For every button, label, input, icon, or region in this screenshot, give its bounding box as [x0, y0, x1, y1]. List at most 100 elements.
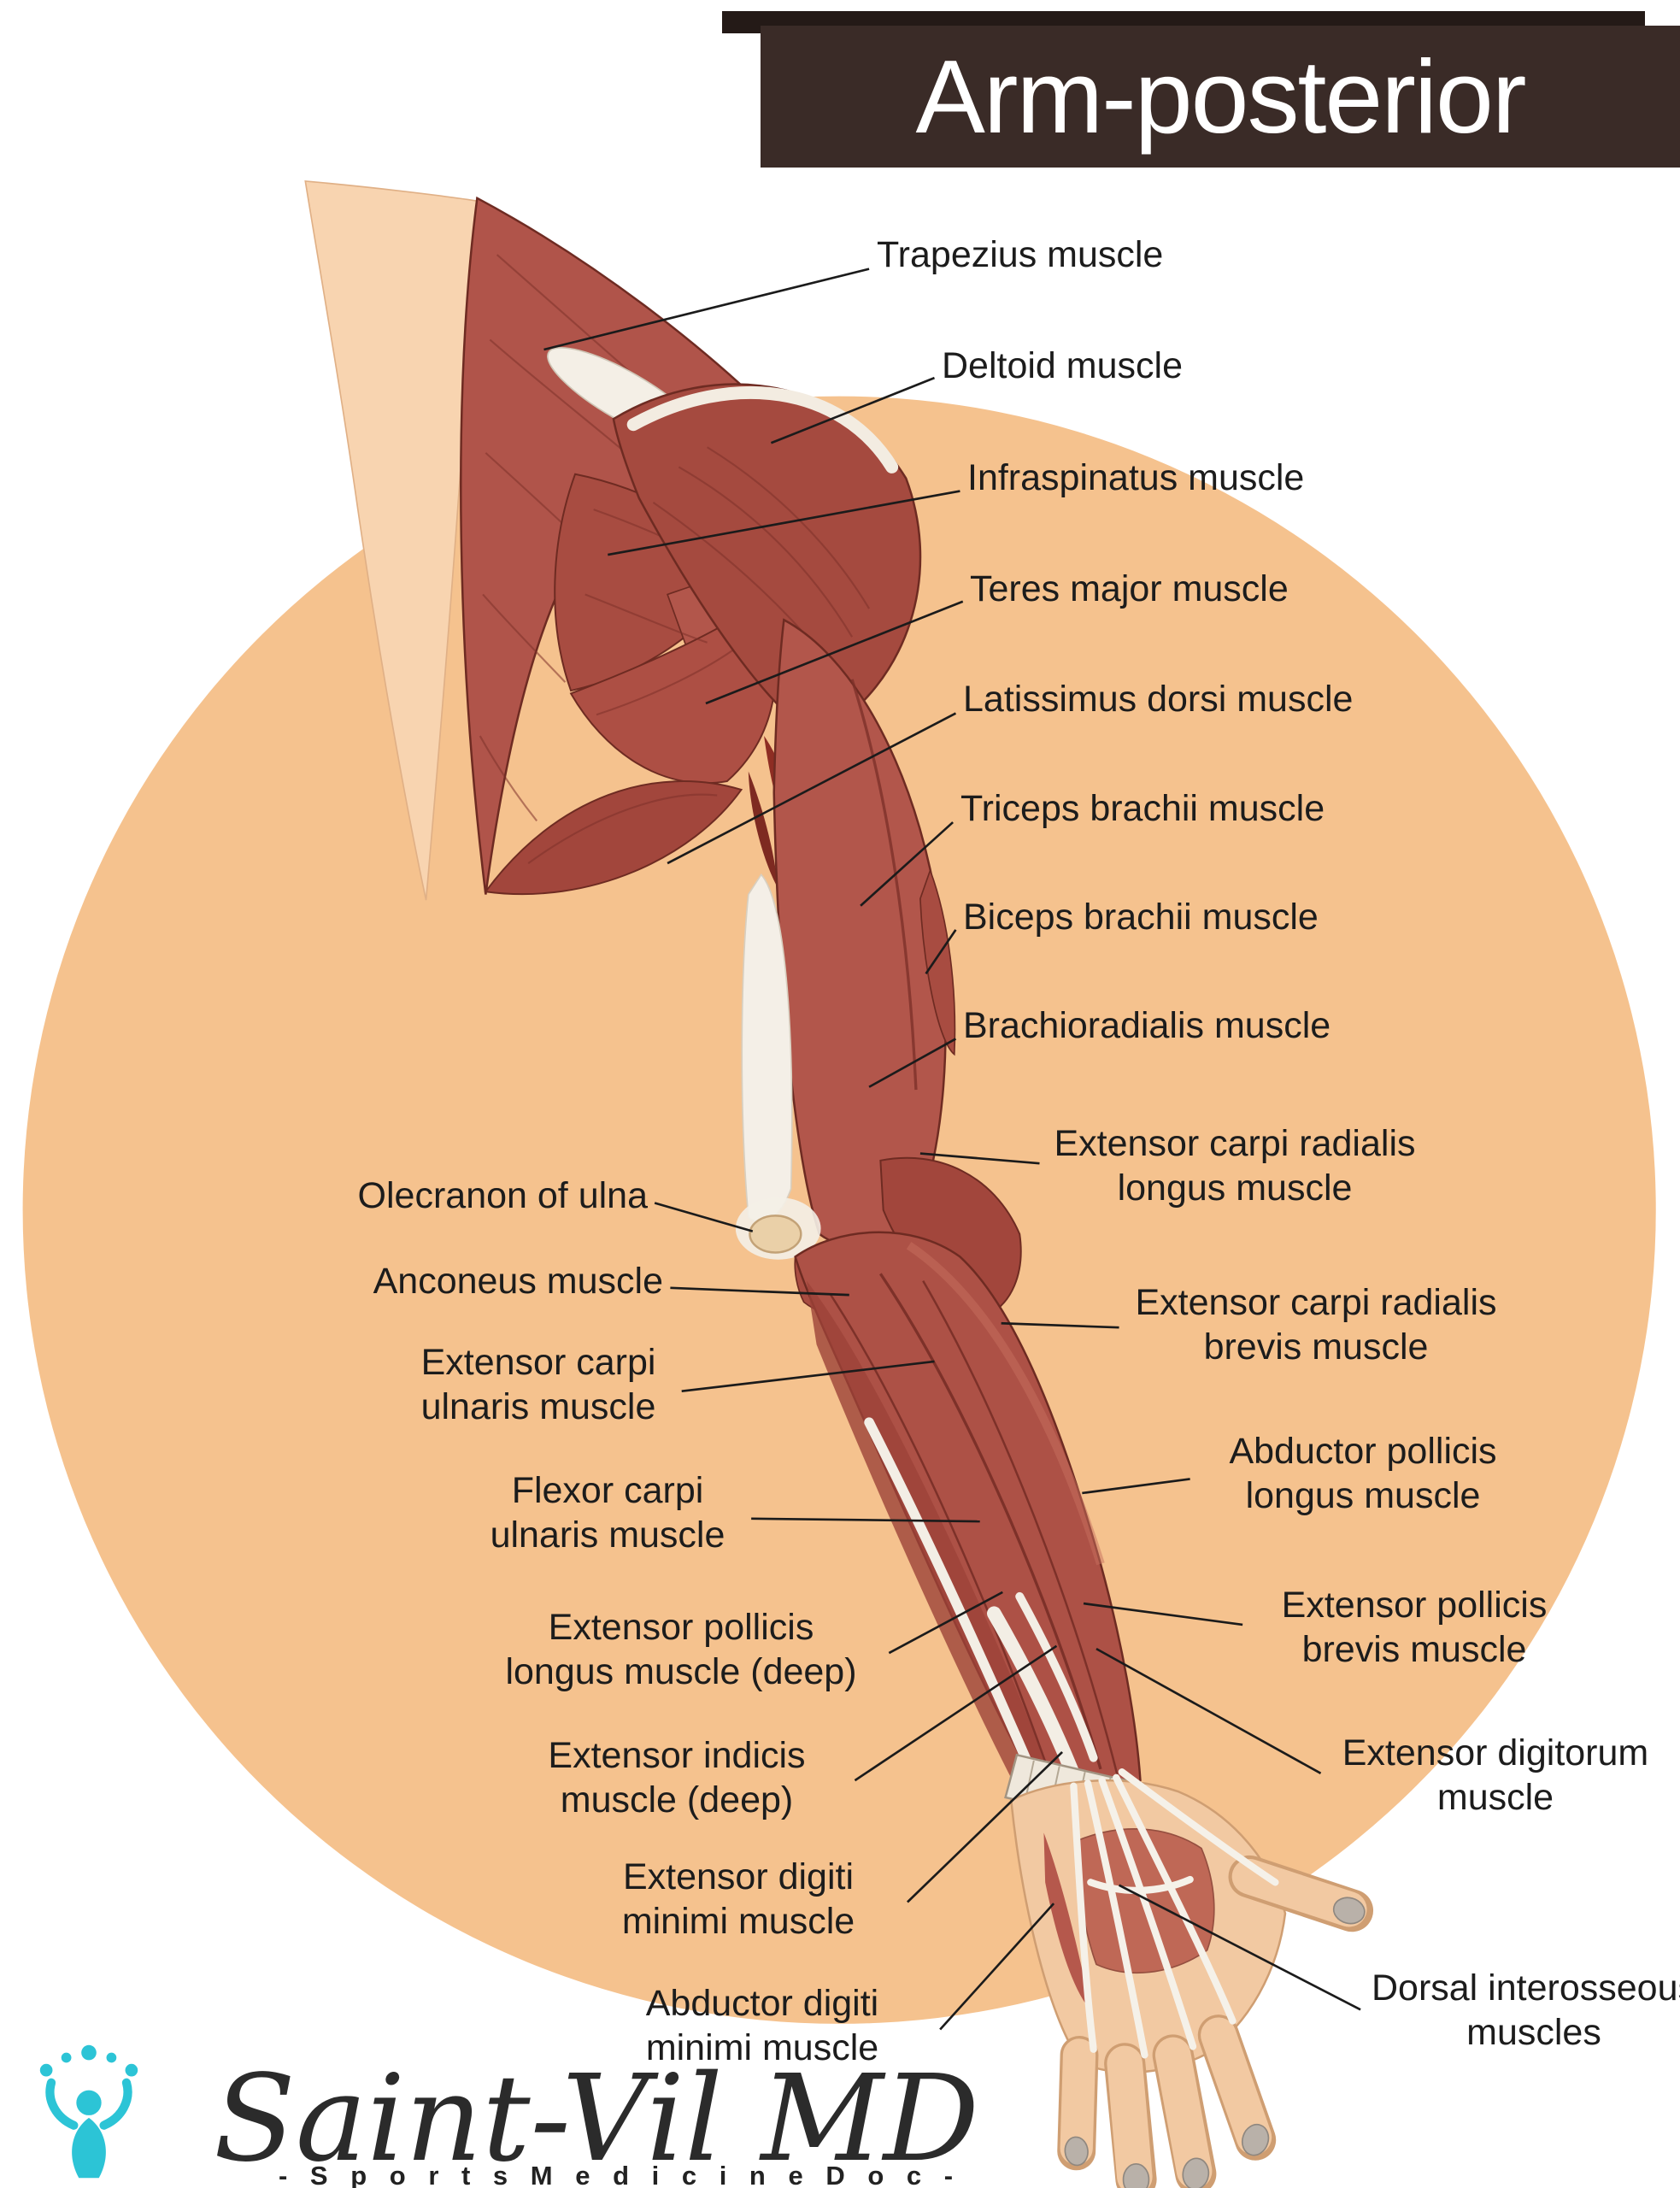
label-line: Abductor pollicis	[1229, 1431, 1497, 1472]
label-line: Teres major muscle	[970, 568, 1289, 609]
ecu-tendon-line	[864, 1417, 1049, 1806]
abductor-digiti-minimi-shape	[1043, 1832, 1091, 2010]
leader-line	[681, 1360, 935, 1393]
leader-line	[1082, 1478, 1190, 1495]
olecranon-shape	[749, 1215, 802, 1254]
label-line: Extensor carpi	[420, 1342, 656, 1383]
label-extensor-pollicis-longus-muscle-deep: Extensor pollicis longus muscle (deep)	[480, 1605, 882, 1695]
leader-line	[907, 1751, 1064, 1903]
leader-line	[751, 1517, 980, 1523]
thumb-shape	[1231, 1859, 1367, 1927]
label-extensor-digitorum-muscle: Extensor digitorum muscle	[1307, 1731, 1680, 1820]
label-line: Latissimus dorsi muscle	[963, 679, 1354, 720]
hand-tendons	[1070, 1768, 1279, 2059]
label-line: muscle (deep)	[560, 1779, 794, 1821]
label-biceps-brachii-muscle: Biceps brachii muscle	[963, 895, 1319, 939]
label-line: minimi muscle	[645, 2027, 879, 2069]
leader-line	[919, 1152, 1040, 1165]
label-line: Biceps brachii muscle	[963, 897, 1319, 938]
latissimus-shape	[484, 780, 743, 896]
page-title: Arm-posterior	[915, 38, 1527, 155]
label-dorsal-interosseous-muscles: Dorsal interosseous muscles	[1346, 1966, 1680, 2056]
leader-line	[1001, 1321, 1119, 1329]
label-line: longus muscle (deep)	[505, 1651, 857, 1693]
leader-line	[770, 376, 936, 444]
label-line: ulnaris muscle	[420, 1386, 656, 1428]
label-line: Extensor pollicis	[1281, 1585, 1548, 1626]
label-line: Trapezius muscle	[877, 234, 1164, 275]
label-olecranon-of-ulna: Olecranon of ulna	[358, 1173, 648, 1218]
leader-line	[860, 821, 955, 907]
label-brachioradialis-muscle: Brachioradialis muscle	[963, 1003, 1330, 1048]
label-line: Extensor carpi radialis	[1054, 1123, 1416, 1164]
label-line: brevis muscle	[1301, 1629, 1527, 1671]
label-line: Abductor digiti	[645, 1983, 879, 2024]
leader-line	[925, 929, 957, 974]
label-anconeus-muscle: Anconeus muscle	[373, 1259, 663, 1303]
label-line: brevis muscle	[1203, 1326, 1429, 1368]
label-line: Flexor carpi	[511, 1470, 704, 1511]
label-triceps-brachii-muscle: Triceps brachii muscle	[960, 786, 1325, 831]
leader-line	[654, 1202, 754, 1232]
label-infraspinatus-muscle: Infraspinatus muscle	[967, 456, 1304, 500]
label-line: Extensor carpi radialis	[1135, 1282, 1497, 1323]
leader-line	[670, 1286, 849, 1297]
label-extensor-carpi-radialis-longus-muscle: Extensor carpi radialis longus muscle	[1030, 1121, 1440, 1211]
wrist-tendon-line	[987, 1606, 1080, 1779]
leader-line	[667, 712, 957, 865]
label-flexor-carpi-ulnaris-muscle: Flexor carpi ulnaris muscle	[471, 1468, 744, 1558]
label-teres-major-muscle: Teres major muscle	[970, 567, 1289, 611]
label-line: longus muscle	[1117, 1168, 1353, 1209]
label-line: Extensor digiti	[622, 1856, 855, 1897]
label-latissimus-dorsi-muscle: Latissimus dorsi muscle	[963, 677, 1353, 721]
logo-name: Saint-Vil MD	[214, 2050, 979, 2188]
label-deltoid-muscle: Deltoid muscle	[942, 344, 1183, 388]
label-extensor-indicis-muscle-deep: Extensor indicis muscle (deep)	[506, 1733, 848, 1823]
label-line: Extensor pollicis	[548, 1607, 814, 1648]
logo-icon	[39, 2044, 138, 2179]
label-line: Dorsal interosseous	[1371, 1967, 1680, 2009]
label-line: minimi muscle	[621, 1901, 855, 1943]
leader-line	[543, 268, 870, 351]
label-line: Deltoid muscle	[942, 345, 1183, 386]
logo-person-icon	[39, 2044, 138, 2179]
label-extensor-carpi-radialis-brevis-muscle: Extensor carpi radialis brevis muscle	[1111, 1280, 1521, 1370]
deltoid-tendon-highlight	[626, 385, 899, 473]
label-extensor-digiti-minimi-muscle: Extensor digiti minimi muscle	[576, 1855, 901, 1944]
logo-tagline: - S p o r t s M e d i c i n e D o c -	[279, 2161, 961, 2188]
leader-line	[608, 490, 960, 556]
leader-line	[705, 600, 964, 705]
label-line: longus muscle	[1245, 1475, 1481, 1517]
biceps-edge-shape	[919, 868, 956, 1056]
label-extensor-carpi-ulnaris-muscle: Extensor carpi ulnaris muscle	[402, 1340, 675, 1430]
back-skin-shape	[304, 180, 479, 901]
leader-line	[868, 1038, 957, 1088]
fingernails	[1064, 1897, 1366, 2188]
logo-arms	[45, 2078, 132, 2130]
label-line: Brachioradialis muscle	[963, 1005, 1331, 1046]
leader-line	[1118, 1884, 1361, 2011]
fingers	[1057, 2014, 1277, 2188]
label-line: Extensor digitorum	[1342, 1732, 1649, 1773]
label-line: Triceps brachii muscle	[960, 788, 1325, 829]
label-line: muscles	[1466, 2012, 1601, 2054]
label-extensor-pollicis-brevis-muscle: Extensor pollicis brevis muscle	[1235, 1583, 1594, 1673]
triceps-separation-line	[850, 679, 918, 1091]
leader-lines	[543, 268, 1361, 2031]
label-line: Infraspinatus muscle	[967, 457, 1305, 498]
deep-muscle-sliver	[748, 771, 778, 889]
label-abductor-pollicis-longus-muscle: Abductor pollicis longus muscle	[1184, 1429, 1542, 1519]
label-line: Olecranon of ulna	[357, 1175, 648, 1216]
leader-line	[854, 1644, 1058, 1782]
label-line: ulnaris muscle	[490, 1515, 725, 1556]
wrist-tendon-line	[1015, 1591, 1098, 1762]
leader-line	[888, 1591, 1003, 1655]
label-line: Anconeus muscle	[373, 1261, 663, 1302]
label-line: muscle	[1436, 1777, 1554, 1819]
label-line: Extensor indicis	[548, 1735, 806, 1776]
leader-line	[1083, 1602, 1243, 1626]
title-banner: Arm-posterior	[761, 26, 1680, 168]
label-trapezius-muscle: Trapezius muscle	[877, 232, 1163, 277]
